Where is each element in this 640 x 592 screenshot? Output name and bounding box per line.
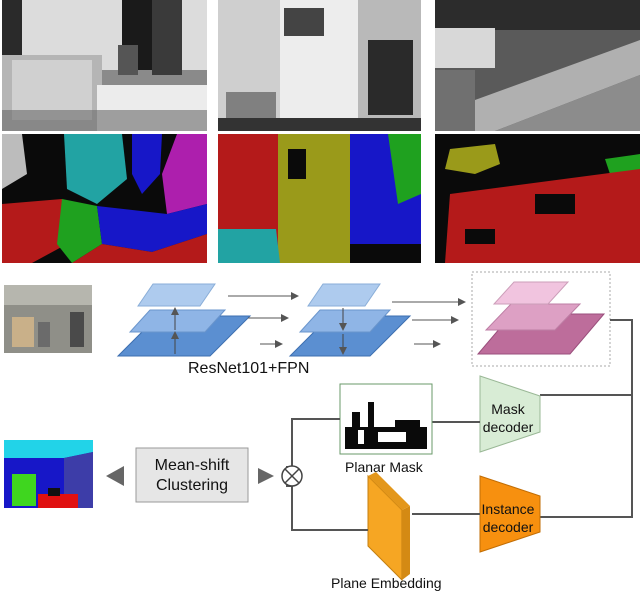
instance-decoder	[479, 475, 541, 553]
fpn-stack-input	[116, 283, 252, 357]
mean-shift-label: Mean-shift Clustering	[136, 456, 248, 496]
mask-decoder-label: Mask decoder	[476, 400, 540, 436]
final-segmentation	[4, 440, 93, 508]
instance-decoder-label: Instance decoder	[476, 500, 540, 536]
fpn-stack-output	[288, 283, 412, 357]
photo-bedroom-art	[2, 0, 207, 131]
pipeline-diagram	[4, 271, 633, 582]
plane-embedding-slab	[367, 472, 410, 582]
planar-mask-image	[339, 383, 433, 455]
instance-decoder-label-line2: decoder	[482, 519, 534, 535]
segmentation-bedroom	[2, 134, 207, 263]
segmentation-room-corner-art	[218, 134, 421, 263]
segmentation-bedroom-art	[2, 134, 207, 263]
mask-decoder-label-line2: decoder	[482, 419, 534, 435]
backbone-label: ResNet101+FPN	[188, 360, 310, 377]
segmentation-warehouse	[435, 134, 640, 263]
instance-decoder-label-line1: Instance	[481, 501, 535, 517]
mean-shift-label-line1: Mean-shift	[154, 457, 230, 474]
mean-shift-label-line2: Clustering	[155, 477, 229, 494]
input-photo	[4, 285, 92, 353]
plane-embedding-label: Plane Embedding	[331, 575, 442, 591]
segmentation-room-corner	[218, 134, 421, 263]
planar-mask-label: Planar Mask	[345, 459, 423, 475]
photo-bedroom	[2, 0, 207, 131]
fpn-output-features	[476, 281, 606, 355]
mask-decoder	[479, 375, 541, 453]
photo-room-corner-art	[218, 0, 421, 131]
photo-warehouse	[435, 0, 640, 131]
segmentation-warehouse-art	[435, 134, 640, 263]
photo-warehouse-art	[435, 0, 640, 131]
photo-room-corner	[218, 0, 421, 131]
mask-decoder-label-line1: Mask	[491, 401, 525, 417]
multiply-node	[281, 465, 303, 487]
mean-shift-box	[135, 447, 249, 503]
